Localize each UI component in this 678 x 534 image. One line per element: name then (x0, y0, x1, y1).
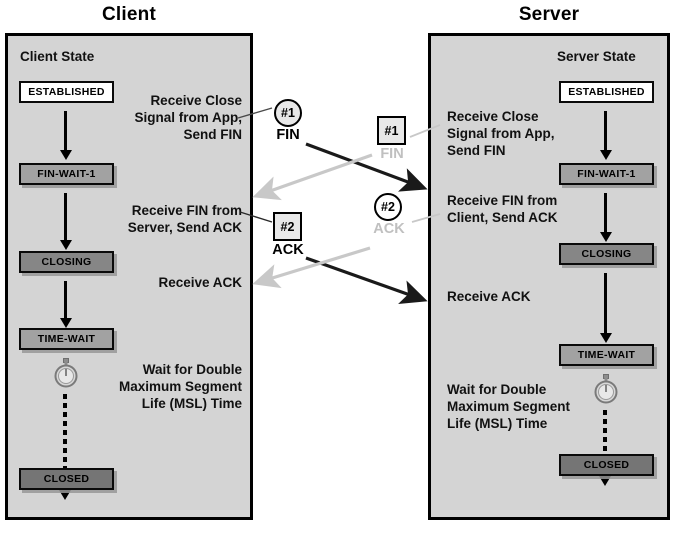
server-transition-finwait1-to-closing (604, 193, 607, 233)
client-state-time-wait: TIME-WAIT (19, 328, 114, 350)
message-label-2-client-ack: ACK (272, 242, 304, 258)
client-transition-established-to-finwait1 (64, 111, 67, 151)
arrow-client-ack-to-server (305, 256, 428, 305)
message-marker-2-client: #2 (273, 212, 302, 241)
client-transition-timewait-to-closed (63, 394, 67, 490)
server-state-established: ESTABLISHED (559, 81, 654, 103)
arrow-server-fin-to-client (252, 153, 373, 201)
client-state-column-title: Client State (20, 49, 95, 64)
message-label-2-server-ack: ACK (373, 221, 405, 237)
server-event-receive-ack: Receive ACK (447, 289, 531, 304)
message-label-1-server-fin: FIN (380, 146, 404, 162)
server-panel: Server State ESTABLISHED FIN-WAIT-1 CLOS… (428, 33, 670, 520)
client-state-closing: CLOSING (19, 251, 114, 273)
client-state-established: ESTABLISHED (19, 81, 114, 103)
server-state-closing: CLOSING (559, 243, 654, 265)
message-marker-1-client: #1 (274, 99, 302, 127)
message-label-1-client-fin: FIN (276, 127, 300, 143)
client-state-closed: CLOSED (19, 468, 114, 490)
client-event-wait-msl: Wait for Double Maximum Segment Life (MS… (118, 362, 242, 411)
client-state-fin-wait-1: FIN-WAIT-1 (19, 163, 114, 185)
server-state-column-title: Server State (557, 49, 636, 64)
client-transition-closing-to-timewait (64, 281, 67, 319)
server-transition-timewait-to-closed (603, 410, 607, 476)
server-state-time-wait: TIME-WAIT (559, 344, 654, 366)
client-event-receive-ack: Receive ACK (158, 275, 242, 290)
message-marker-1-server: #1 (377, 116, 406, 145)
message-marker-2-server: #2 (374, 193, 402, 221)
server-event-wait-msl: Wait for Double Maximum Segment Life (MS… (447, 382, 571, 431)
server-state-closed: CLOSED (559, 454, 654, 476)
server-panel-title: Server (518, 4, 580, 25)
server-transition-closing-to-timewait (604, 273, 607, 334)
server-transition-established-to-finwait1 (604, 111, 607, 151)
server-event-receive-fin-send-ack: Receive FIN from Client, Send ACK (447, 193, 558, 225)
client-panel: Client State ESTABLISHED FIN-WAIT-1 CLOS… (5, 33, 253, 520)
client-event-receive-fin-send-ack: Receive FIN from Server, Send ACK (127, 203, 242, 235)
server-state-fin-wait-1: FIN-WAIT-1 (559, 163, 654, 185)
stopwatch-icon (53, 358, 79, 388)
client-panel-title: Client (102, 4, 156, 25)
client-transition-finwait1-to-closing (64, 193, 67, 241)
server-event-send-fin: Receive Close Signal from App, Send FIN (447, 109, 555, 158)
client-event-send-fin: Receive Close Signal from App, Send FIN (134, 93, 243, 142)
stopwatch-icon (593, 374, 619, 404)
